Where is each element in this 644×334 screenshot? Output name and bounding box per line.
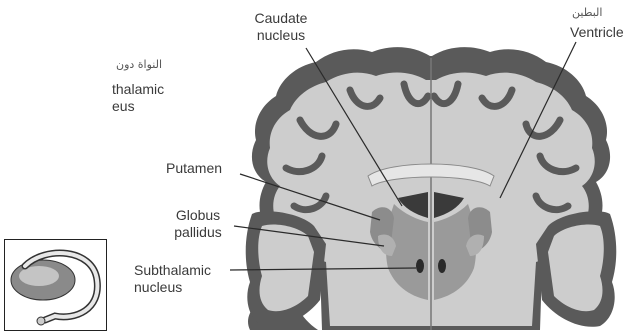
label-ventricle: Ventricle [570,24,624,41]
label-thalamic-line1: thalamic [112,81,164,98]
label-subthalamic-line2: nucleus [134,279,211,296]
label-globus-line1: Globus [166,207,230,224]
subthalamic-nucleus-left [416,259,424,273]
temporal-lobe-right-wm [548,224,604,311]
subthalamic-nucleus-right [438,259,446,273]
basal-ganglia-3d-icon [5,240,105,329]
label-subthalamic-line1: Subthalamic [134,262,211,279]
label-caudate: Caudate nucleus [246,10,316,44]
label-thalamic-line2: eus [112,98,135,115]
label-caudate-line1: Caudate [246,10,316,27]
basal-ganglia-3d-inset [4,239,107,331]
label-ventricle-arabic: البطين [572,6,602,19]
label-globus: Globus pallidus [166,207,230,241]
label-globus-line2: pallidus [166,224,230,241]
label-thalamic-arabic: النواة دون [116,58,162,71]
temporal-lobe-left-wm [258,224,314,311]
label-subthalamic: Subthalamic nucleus [134,262,211,296]
label-putamen: Putamen [166,160,222,177]
label-caudate-line2: nucleus [246,27,316,44]
inset-amygdala [37,317,45,325]
